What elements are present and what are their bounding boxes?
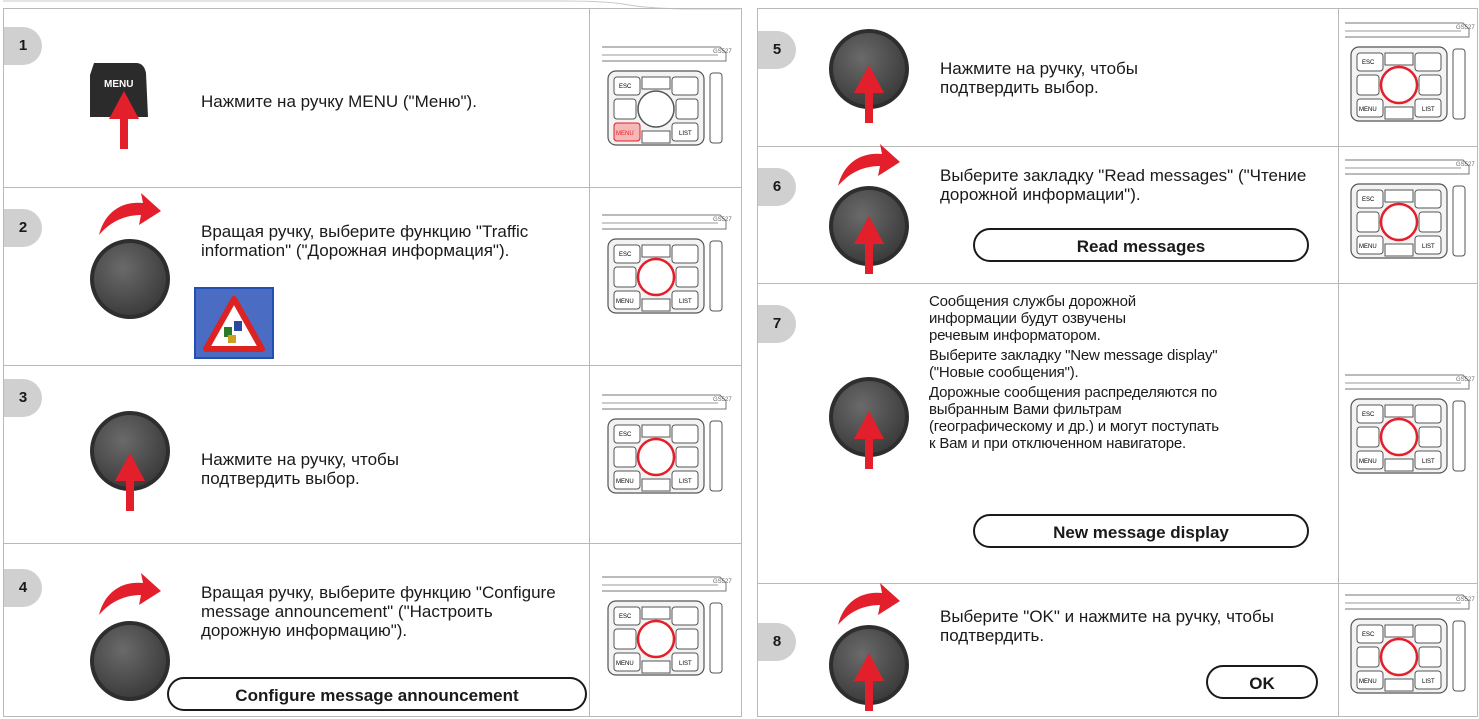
ok-button[interactable]: OK: [1206, 665, 1318, 699]
step-text-select: Выберите закладку "New message display" …: [929, 347, 1218, 381]
left-column: 1 MENU Нажмите на ручку MENU ("Меню"). G…: [3, 8, 742, 717]
control-panel-icon: GS527 ESC MENU LIST: [589, 543, 742, 716]
step-number: 5: [758, 31, 796, 69]
step-text: Выберите закладку "Read messages" ("Чтен…: [940, 166, 1307, 204]
step-1: 1 MENU Нажмите на ручку MENU ("Меню"). G…: [4, 9, 741, 188]
step-number: 3: [4, 379, 42, 417]
svg-text:ESC: ESC: [1362, 197, 1375, 203]
svg-text:MENU: MENU: [616, 661, 634, 667]
control-panel-icon: GS527 ESC MENU LIST: [589, 9, 742, 187]
step-number: 4: [4, 569, 42, 607]
svg-text:LIST: LIST: [1422, 459, 1435, 465]
step-5: 5 Нажмите на ручку, чтобы подтвердить вы…: [758, 9, 1477, 147]
read-messages-button[interactable]: Read messages: [973, 228, 1309, 262]
svg-text:GS527: GS527: [1456, 162, 1475, 168]
svg-text:GS527: GS527: [1456, 25, 1475, 31]
svg-text:GS527: GS527: [713, 579, 732, 585]
svg-text:ESC: ESC: [1362, 60, 1375, 66]
step-number: 6: [758, 168, 796, 206]
svg-text:LIST: LIST: [679, 661, 692, 667]
svg-text:MENU: MENU: [1359, 679, 1377, 685]
rotate-arrow-icon: [99, 193, 161, 235]
menu-key-icon: MENU: [90, 63, 148, 149]
svg-text:GS527: GS527: [713, 397, 732, 403]
svg-text:MENU: MENU: [1359, 459, 1377, 465]
control-panel-icon: GS527 ESC MENU LIST: [589, 365, 742, 543]
svg-text:MENU: MENU: [616, 299, 634, 305]
press-arrow-icon: [854, 411, 884, 469]
svg-text:ESC: ESC: [619, 84, 632, 90]
step-number: 8: [758, 623, 796, 661]
control-panel-icon: GS527 ESC MENU LIST: [1338, 283, 1478, 583]
svg-text:GS527: GS527: [713, 217, 732, 223]
press-arrow-icon: [854, 65, 884, 123]
svg-text:ESC: ESC: [619, 432, 632, 438]
step-text: Нажмите на ручку MENU ("Меню").: [201, 92, 477, 111]
step-number: 1: [4, 27, 42, 65]
step-number: 2: [4, 209, 42, 247]
svg-text:LIST: LIST: [1422, 107, 1435, 113]
step-text: Нажмите на ручку, чтобы подтвердить выбо…: [940, 59, 1138, 97]
step-text-intro: Сообщения службы дорожной информации буд…: [929, 293, 1136, 344]
press-arrow-icon: [115, 453, 145, 511]
step-3: 3 Нажмите на ручку, чтобы подтвердить вы…: [4, 365, 741, 544]
svg-text:LIST: LIST: [1422, 679, 1435, 685]
control-panel-icon: GS527 ESC MENU LIST: [589, 187, 742, 365]
svg-text:LIST: LIST: [1422, 244, 1435, 250]
svg-text:ESC: ESC: [619, 252, 632, 258]
svg-text:GS527: GS527: [713, 49, 732, 55]
press-arrow-icon: [854, 216, 884, 274]
step-text: Вращая ручку, выберите функцию "Traffic …: [201, 222, 529, 260]
step-6: 6 Выберите закладку "Read messages" ("Чт…: [758, 144, 1478, 284]
step-4: 4 Вращая ручку, выберите функцию "Config…: [4, 543, 741, 716]
right-column: 5 Нажмите на ручку, чтобы подтвердить вы…: [757, 8, 1478, 717]
svg-text:MENU: MENU: [104, 79, 133, 90]
step-text: Нажмите на ручку, чтобы подтвердить выбо…: [201, 450, 399, 488]
svg-text:MENU: MENU: [1359, 244, 1377, 250]
svg-text:LIST: LIST: [679, 479, 692, 485]
svg-text:ESC: ESC: [1362, 412, 1375, 418]
svg-text:MENU: MENU: [1359, 107, 1377, 113]
knob-icon: [90, 621, 170, 701]
step-text-filters: Дорожные сообщения распределяются по выб…: [929, 384, 1219, 452]
svg-text:MENU: MENU: [616, 131, 634, 137]
step-text: Вращая ручку, выберите функцию "Configur…: [201, 583, 556, 640]
step-number: 7: [758, 305, 796, 343]
step-8: 8 Выберите "OK" и нажмите на ручку, чтоб…: [758, 583, 1477, 716]
svg-text:ESC: ESC: [1362, 632, 1375, 638]
knob-icon: [90, 239, 170, 319]
step-7: 7 Сообщения службы дорожной информации б…: [758, 283, 1477, 584]
svg-text:GS527: GS527: [1456, 377, 1475, 383]
press-arrow-icon: [854, 653, 884, 711]
new-message-display-button[interactable]: New message display: [973, 514, 1309, 548]
svg-text:GS527: GS527: [1456, 597, 1475, 603]
svg-text:ESC: ESC: [619, 614, 632, 620]
rotate-arrow-icon: [99, 573, 161, 615]
configure-message-announcement-button[interactable]: Configure message announcement: [167, 677, 587, 711]
traffic-warning-icon: [194, 287, 274, 359]
svg-text:LIST: LIST: [679, 299, 692, 305]
control-panel-icon: GS527 ESC MENU LIST: [1338, 583, 1478, 716]
svg-text:LIST: LIST: [679, 131, 692, 137]
svg-text:MENU: MENU: [616, 479, 634, 485]
control-panel-icon: GS527 ESC MENU LIST: [1338, 146, 1478, 283]
step-text: Выберите "OK" и нажмите на ручку, чтобы …: [940, 607, 1274, 645]
control-panel-icon: GS527 ESC MENU LIST: [1338, 9, 1478, 146]
step-2: 2 Вращая ручку, выберите функцию "Traffi…: [4, 187, 741, 366]
